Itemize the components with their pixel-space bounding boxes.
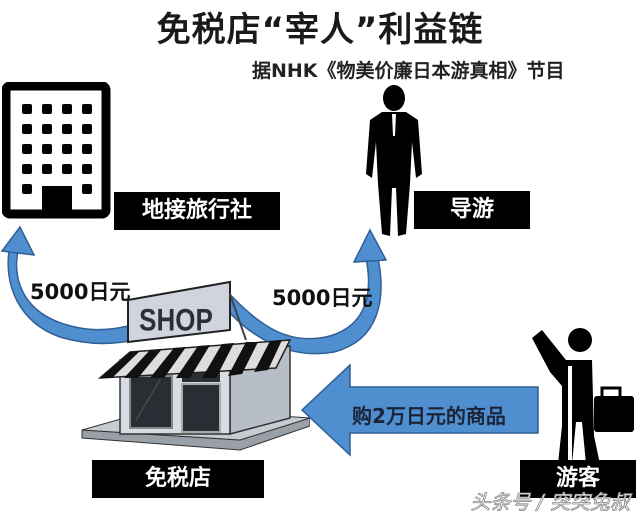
tourist-to-shop-label: 购2万日元的商品 [352,404,506,428]
diagram-subtitle: 据NHK《物美价廉日本游真相》节目 [252,60,565,82]
shop-to-guide-amount: 5000日元 [272,286,373,310]
watermark: 头条号 / 突突兔叔 [470,490,630,515]
shop-to-agency-amount: 5000日元 [30,280,131,304]
businessman-silhouette-icon [366,85,422,236]
shop-sign-text: SHOP [139,303,213,338]
traveler-with-suitcase-icon [532,328,634,464]
travel-agency-label: 地接旅行社 [114,192,280,230]
diagram-title: 免税店“宰人”利益链 [156,10,484,50]
tourist-label: 游客 [520,460,636,498]
straight-arrow-tourist-to-shop [300,363,539,457]
storefront-icon: SHOP [81,280,310,451]
tour-guide-label: 导游 [414,191,530,229]
office-building-icon [2,82,111,219]
duty-free-shop-label: 免税店 [92,460,264,498]
